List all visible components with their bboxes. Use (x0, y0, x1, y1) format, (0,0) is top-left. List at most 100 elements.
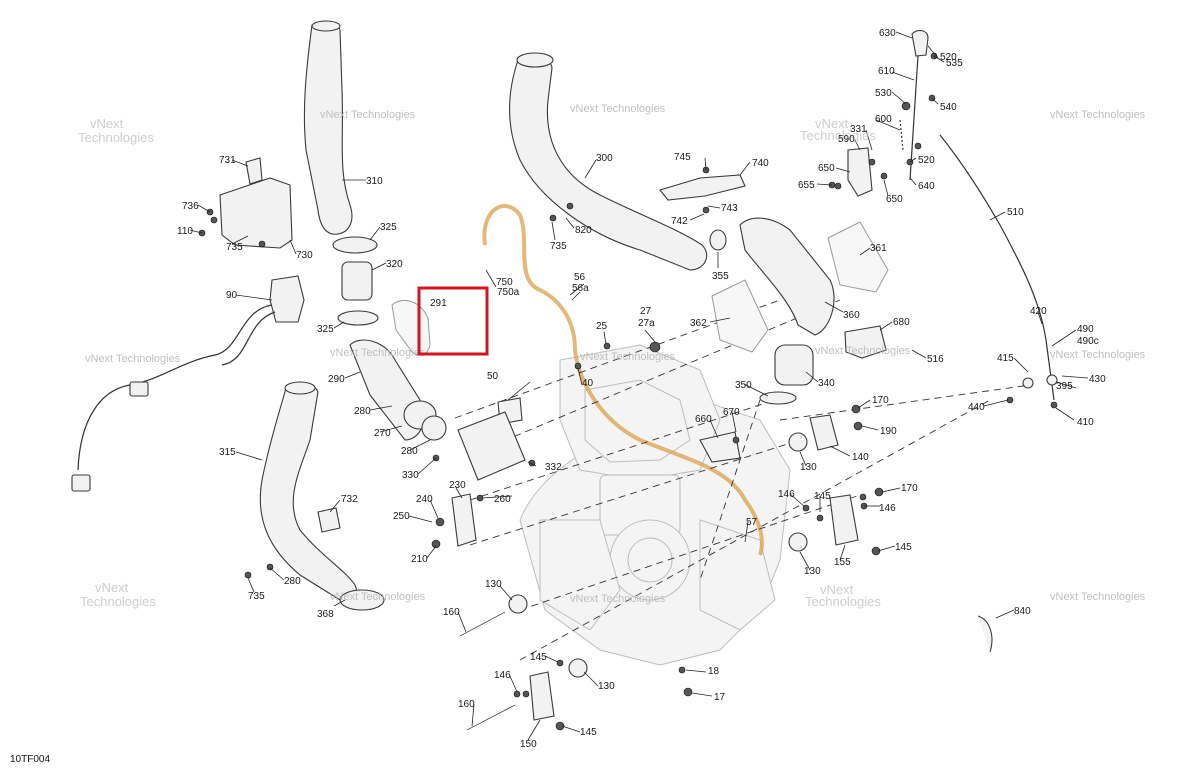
callout-label: 27 (640, 306, 652, 317)
callout-label: 150 (520, 739, 537, 750)
callout-label: 155 (834, 557, 851, 568)
callout-label: 350 (735, 380, 752, 391)
callout-label: 130 (800, 462, 817, 473)
callout-label: 290 (328, 374, 345, 385)
watermark-text: vNext (815, 116, 849, 131)
bracket-740 (659, 174, 746, 201)
highlight-box-291 (417, 286, 489, 356)
callout-label: 680 (893, 317, 910, 328)
shift-linkage (847, 29, 1058, 401)
callout-label: 415 (997, 353, 1014, 364)
pad-361 (827, 221, 889, 293)
watermark-text: vNext Technologies (1050, 349, 1146, 361)
pad-362 (711, 279, 769, 353)
engine-assembly (519, 344, 791, 666)
throttle-cable (482, 204, 764, 556)
bracket-731 (245, 157, 263, 185)
callout-label: 490 (1077, 324, 1094, 335)
callout-label: 742 (671, 216, 688, 227)
bracket-660 (699, 431, 741, 463)
callout-label: 315 (219, 447, 236, 458)
callout-label: 410 (1077, 417, 1094, 428)
callout-label: 750 (496, 277, 513, 288)
callout-label: 320 (386, 259, 403, 270)
watermark-text: vNext Technologies (85, 353, 181, 365)
callout-label: 750a (497, 287, 520, 298)
callout-label: 110 (177, 226, 193, 237)
watermark-text: Technologies (805, 594, 881, 609)
callout-label: 535 (946, 58, 963, 69)
callout-label: 146 (778, 489, 795, 500)
clamp-350 (759, 391, 797, 405)
callout-label: 56a (572, 283, 589, 294)
callout-label: 740 (752, 158, 769, 169)
callout-label: 330 (402, 470, 419, 481)
callout-label: 280 (354, 406, 371, 417)
callout-label: 240 (416, 494, 433, 505)
watermark-text: vNext Technologies (1050, 109, 1146, 121)
callout-label: 520 (940, 52, 957, 63)
callout-label: 520 (918, 155, 935, 166)
callout-label: 655 (798, 180, 815, 191)
coupler-320 (341, 261, 373, 301)
callout-label: 660 (695, 414, 712, 425)
watermark-text: vNext Technologies (330, 347, 426, 359)
callout-label: 145 (580, 727, 597, 738)
mount-140 (809, 414, 839, 451)
clamp-325-lower (337, 310, 379, 326)
callout-label: 430 (1089, 374, 1106, 385)
callout-label: 731 (219, 155, 236, 166)
bracket-730 (219, 177, 293, 249)
callout-label: 420 (1030, 306, 1047, 317)
callout-label: 57 (746, 517, 758, 528)
watermark-text: Technologies (800, 128, 876, 143)
callout-label: 325 (380, 222, 397, 233)
watermark-text: Technologies (78, 130, 154, 145)
callout-label: 300 (596, 153, 613, 164)
callout-label: 90 (226, 290, 238, 301)
callout-label: 40 (582, 378, 594, 389)
callout-label: 170 (901, 483, 918, 494)
callout-label: 360 (843, 310, 860, 321)
callout-label: 50 (487, 371, 499, 382)
callout-label: 368 (317, 609, 334, 620)
watermark-text: vNext Technologies (330, 591, 426, 603)
callout-label: 735 (248, 591, 265, 602)
clamp-325-upper (332, 236, 378, 254)
watermark-text: vNext Technologies (580, 351, 676, 363)
intercooler-332 (457, 411, 526, 481)
air-duct-300 (509, 54, 708, 271)
callout-label: 190 (880, 426, 897, 437)
watermark-text: Technologies (80, 594, 156, 609)
callout-label: 130 (598, 681, 615, 692)
air-duct-315 (259, 382, 357, 602)
clamp-368 (339, 589, 385, 611)
mount-155 (829, 494, 859, 546)
callout-label: 310 (366, 176, 383, 187)
isolator-130-d (568, 658, 588, 678)
callout-label: 140 (852, 452, 869, 463)
isolator-130-c (508, 594, 528, 614)
callout-label: 145 (530, 652, 547, 663)
callout-label: 840 (1014, 606, 1031, 617)
intake-hose-290 (349, 339, 447, 441)
air-duct-315-opening (284, 381, 316, 395)
callout-label: 530 (875, 88, 892, 99)
watermark-text: vNext Technologies (570, 593, 666, 605)
callout-label: 160 (458, 699, 475, 710)
callout-label: 590 (838, 134, 855, 145)
watermark-text: vNext Technologies (815, 345, 911, 357)
callout-label: 440 (968, 402, 985, 413)
callout-label: 170 (872, 395, 889, 406)
callout-label: 130 (485, 579, 502, 590)
callout-labels: 630 520 610 535 530 540 600 590 331 520 … (177, 28, 1106, 750)
callout-label: 650 (886, 194, 903, 205)
callout-label: 270 (374, 428, 391, 439)
watermarks: vNext Technologies vNext Technologies vN… (78, 103, 1146, 609)
watermark-text: vNext Technologies (1050, 591, 1146, 603)
callout-label: 332 (545, 462, 562, 473)
watermark-text: vNext (90, 116, 124, 131)
callout-label: 340 (818, 378, 835, 389)
air-duct-300-opening (516, 52, 554, 68)
callout-label: 600 (875, 114, 892, 125)
